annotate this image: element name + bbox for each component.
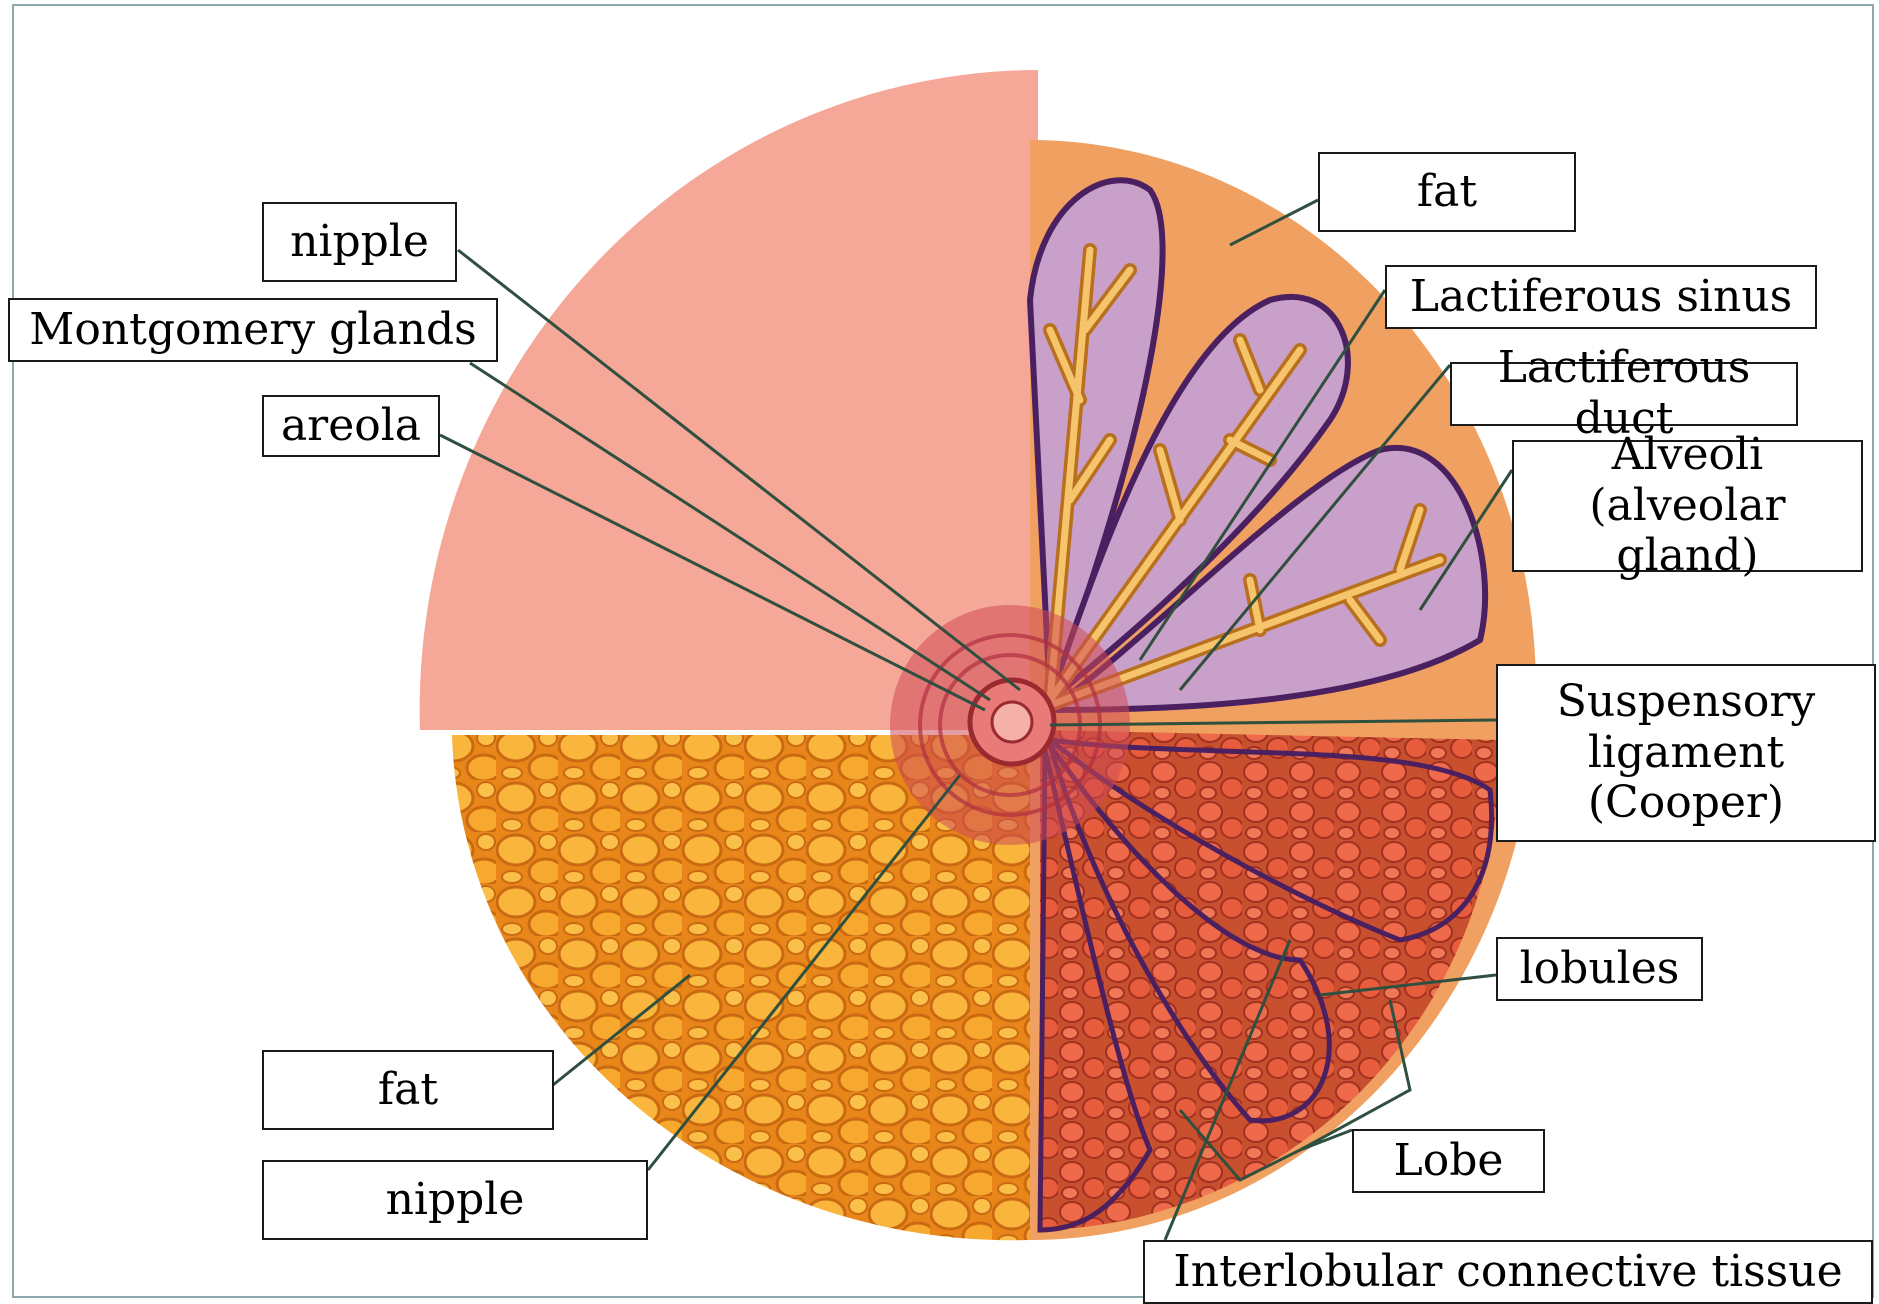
- label-alveoli: Alveoli (alveolar gland): [1512, 440, 1863, 572]
- label-montgomery-glands: Montgomery glands: [8, 298, 498, 362]
- label-nipple-top: nipple: [262, 202, 457, 282]
- label-nipple-bottom: nipple: [262, 1160, 648, 1240]
- label-lactiferous-duct: Lactiferous duct: [1450, 362, 1798, 426]
- label-lobe: Lobe: [1352, 1129, 1545, 1193]
- label-suspensory-ligament: Suspensory ligament (Cooper): [1496, 664, 1876, 842]
- label-lactiferous-sinus: Lactiferous sinus: [1385, 265, 1817, 329]
- label-areola: areola: [262, 395, 440, 457]
- label-fat-top-right: fat: [1318, 152, 1576, 232]
- label-fat-left: fat: [262, 1050, 554, 1130]
- label-lobules: lobules: [1496, 937, 1703, 1001]
- label-interlobular-tissue: Interlobular connective tissue: [1143, 1240, 1873, 1304]
